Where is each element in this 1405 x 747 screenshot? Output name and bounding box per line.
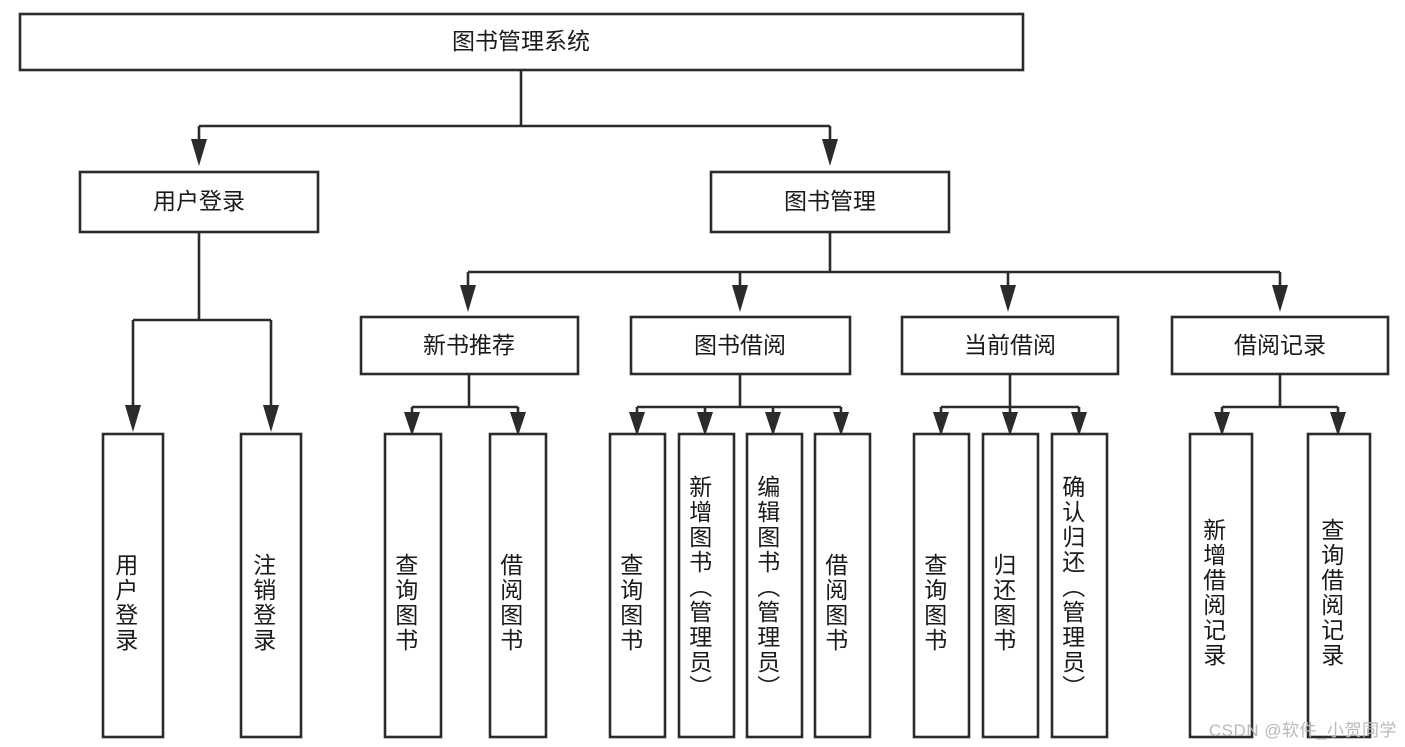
node-user-login[interactable]: 用户登录 [78, 170, 320, 234]
leaf-box-bb-add[interactable] [677, 432, 736, 739]
leaf-box-cb-return[interactable] [981, 432, 1040, 739]
arrowhead-to-current-borrow [1000, 285, 1016, 312]
node-borrow-record-label: 借阅记录 [1234, 332, 1326, 358]
node-new-book-recommend[interactable]: 新书推荐 [359, 315, 580, 376]
node-book-borrow-box[interactable] [629, 315, 852, 376]
leaf-box-br-add[interactable] [1188, 432, 1254, 739]
node-book-manage[interactable]: 图书管理 [709, 170, 951, 234]
arrowhead-to-book-manage [822, 139, 838, 166]
node-current-borrow-label: 当前借阅 [964, 332, 1056, 358]
arrowhead-currentborrow-leaf-2 [1002, 412, 1018, 436]
node-new-book-recommend-box[interactable] [359, 315, 580, 376]
node-borrow-record[interactable]: 借阅记录 [1170, 315, 1390, 376]
leaf-box-cb-query[interactable] [912, 432, 971, 739]
arrowhead-to-borrow-record [1272, 285, 1288, 312]
arrowhead-borrowrecord-leaf-2 [1330, 412, 1346, 436]
arrowhead-newbook-leaf-2 [510, 412, 526, 436]
node-borrow-record-box[interactable] [1170, 315, 1390, 376]
arrowhead-currentborrow-leaf-1 [933, 412, 949, 436]
arrowhead-to-book-borrow [732, 285, 748, 312]
leaf-box-logout[interactable] [239, 432, 303, 739]
node-root-box[interactable] [18, 12, 1025, 72]
arrowhead-borrowrecord-leaf-1 [1214, 412, 1230, 436]
node-root[interactable]: 图书管理系统 [18, 12, 1025, 72]
node-book-borrow-label: 图书借阅 [694, 332, 786, 358]
arrowhead-bookborrow-leaf-3 [765, 412, 781, 436]
node-book-manage-box[interactable] [709, 170, 951, 234]
node-new-book-recommend-label: 新书推荐 [423, 332, 515, 358]
leaf-box-nb-borrow[interactable] [488, 432, 548, 739]
arrowhead-newbook-leaf-1 [404, 412, 420, 436]
arrowhead-to-new-book [460, 285, 476, 312]
arrowhead-bookborrow-leaf-1 [629, 412, 645, 436]
arrowhead-currentborrow-leaf-3 [1071, 412, 1087, 436]
leaf-box-bb-borrow[interactable] [813, 432, 872, 739]
leaf-box-bb-edit[interactable] [745, 432, 804, 739]
node-user-login-label: 用户登录 [153, 188, 245, 214]
node-book-borrow[interactable]: 图书借阅 [629, 315, 852, 376]
arrowhead-leaf-user-login [125, 405, 141, 432]
node-current-borrow[interactable]: 当前借阅 [900, 315, 1120, 376]
leaf-box-user-login[interactable] [101, 432, 165, 739]
node-root-label: 图书管理系统 [452, 28, 590, 54]
arrowhead-leaf-logout [263, 405, 279, 432]
leaf-box-nb-query[interactable] [383, 432, 443, 739]
csdn-watermark: CSDN @软件_小贺同学 [1208, 721, 1397, 740]
arrowhead-to-user-login [191, 139, 207, 166]
node-book-manage-label: 图书管理 [784, 188, 876, 214]
leaf-box-br-query[interactable] [1306, 432, 1372, 739]
arrowhead-bookborrow-leaf-4 [833, 412, 849, 436]
node-current-borrow-box[interactable] [900, 315, 1120, 376]
arrowhead-bookborrow-leaf-2 [697, 412, 713, 436]
leaf-box-bb-query[interactable] [608, 432, 667, 739]
leaf-box-cb-confirm[interactable] [1050, 432, 1109, 739]
